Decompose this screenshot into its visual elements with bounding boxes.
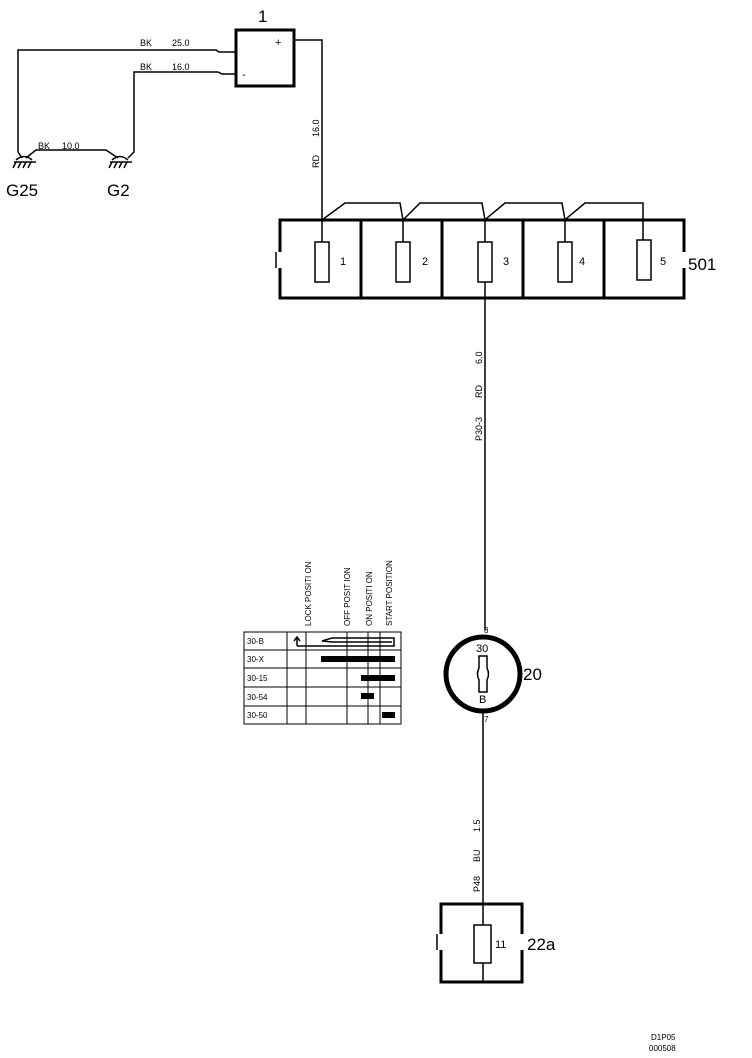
- wire-bat-g2-size: 16.0: [172, 62, 190, 72]
- position-off: OFF POSIT ION: [343, 567, 352, 626]
- wire-bat-g2: BK 16.0: [127, 62, 236, 159]
- row-3054: 30-54: [247, 693, 268, 702]
- wire-fuse-switch-size: 6.0: [474, 351, 484, 364]
- fuse-1-label: 1: [340, 256, 346, 268]
- relay-fuse-label: 11: [495, 939, 506, 951]
- diagram-code-line2: 000508: [649, 1044, 676, 1053]
- ignition-switch-20: 8 30 B 7 20: [443, 626, 542, 724]
- fuse-4: 4: [557, 220, 585, 283]
- wire-bat-g25-color: BK: [140, 38, 152, 48]
- row-3050: 30-50: [247, 711, 268, 720]
- fuse-box-501: 1 2 3 4 5 501: [275, 202, 716, 300]
- diagram-code: D1P05 000508: [649, 1033, 676, 1053]
- fuse-2: 2: [395, 220, 428, 283]
- wire-g25-g2: BK 10.0: [25, 141, 119, 159]
- wire-g25-g2-size: 10.0: [62, 141, 80, 151]
- key-icon: [476, 655, 490, 693]
- row-30b: 30-B: [247, 637, 264, 646]
- battery-plus-terminal: +: [275, 37, 281, 49]
- wire-bat-g25: BK 25.0: [17, 38, 236, 159]
- relay-box-22a: 11 22a: [436, 902, 556, 984]
- row-3015: 30-15: [247, 674, 268, 683]
- battery-minus-terminal: -: [242, 69, 246, 81]
- ignition-terminal-bottom: B: [479, 694, 486, 706]
- fuse-1: 1: [314, 241, 346, 283]
- ground-g2-label: G2: [107, 181, 130, 200]
- ground-g25: G25: [6, 155, 38, 200]
- fuse-5: 5: [636, 239, 666, 281]
- ignition-pin-in: 8: [484, 626, 489, 635]
- wire-fuse-switch: P30-3 RD 6.0: [474, 282, 486, 630]
- wire-bat-g2-color: BK: [140, 62, 152, 72]
- relay-box-id: 22a: [527, 935, 556, 954]
- ground-g2: G2: [107, 155, 132, 200]
- fuse-3: 3: [477, 220, 509, 283]
- wire-switch-22a-color: BU: [472, 849, 482, 862]
- battery: 1 + -: [234, 7, 296, 88]
- wire-fuse-switch-color: RD: [474, 385, 484, 398]
- position-on: ON POSITI ON: [365, 571, 374, 626]
- fuse-box-id: 501: [688, 255, 716, 274]
- wire-switch-22a-circuit: P48: [472, 876, 482, 892]
- fuse-4-label: 4: [579, 256, 585, 268]
- wire-bat-fuse-color: RD: [311, 155, 321, 168]
- wire-switch-22a: P48 BU 1.5: [472, 711, 484, 925]
- fuse-5-label: 5: [660, 256, 666, 268]
- position-lock: LOCK POSITI ON: [304, 561, 313, 626]
- switch-position-table: LOCK POSITI ON OFF POSIT ION ON POSITI O…: [243, 560, 402, 725]
- fuse-2-label: 2: [422, 256, 428, 268]
- row-30x: 30-X: [247, 655, 265, 664]
- wire-bat-g25-size: 25.0: [172, 38, 190, 48]
- ignition-pin-out: 7: [484, 715, 489, 724]
- fuse-3-label: 3: [503, 256, 509, 268]
- wire-bat-fuse: RD 16.0: [294, 39, 323, 242]
- diagram-code-line1: D1P05: [651, 1033, 676, 1042]
- ground-g25-label: G25: [6, 181, 38, 200]
- battery-id: 1: [258, 7, 267, 26]
- wire-g25-g2-color: BK: [38, 141, 50, 151]
- ignition-terminal-top: 30: [476, 643, 488, 655]
- wire-switch-22a-size: 1.5: [472, 819, 482, 832]
- arrow-up-icon: [293, 635, 301, 646]
- ignition-switch-id: 20: [523, 665, 542, 684]
- position-start: START POSITION: [385, 560, 394, 626]
- wire-bat-fuse-size: 16.0: [311, 119, 321, 137]
- wire-fuse-switch-circuit: P30-3: [474, 417, 484, 441]
